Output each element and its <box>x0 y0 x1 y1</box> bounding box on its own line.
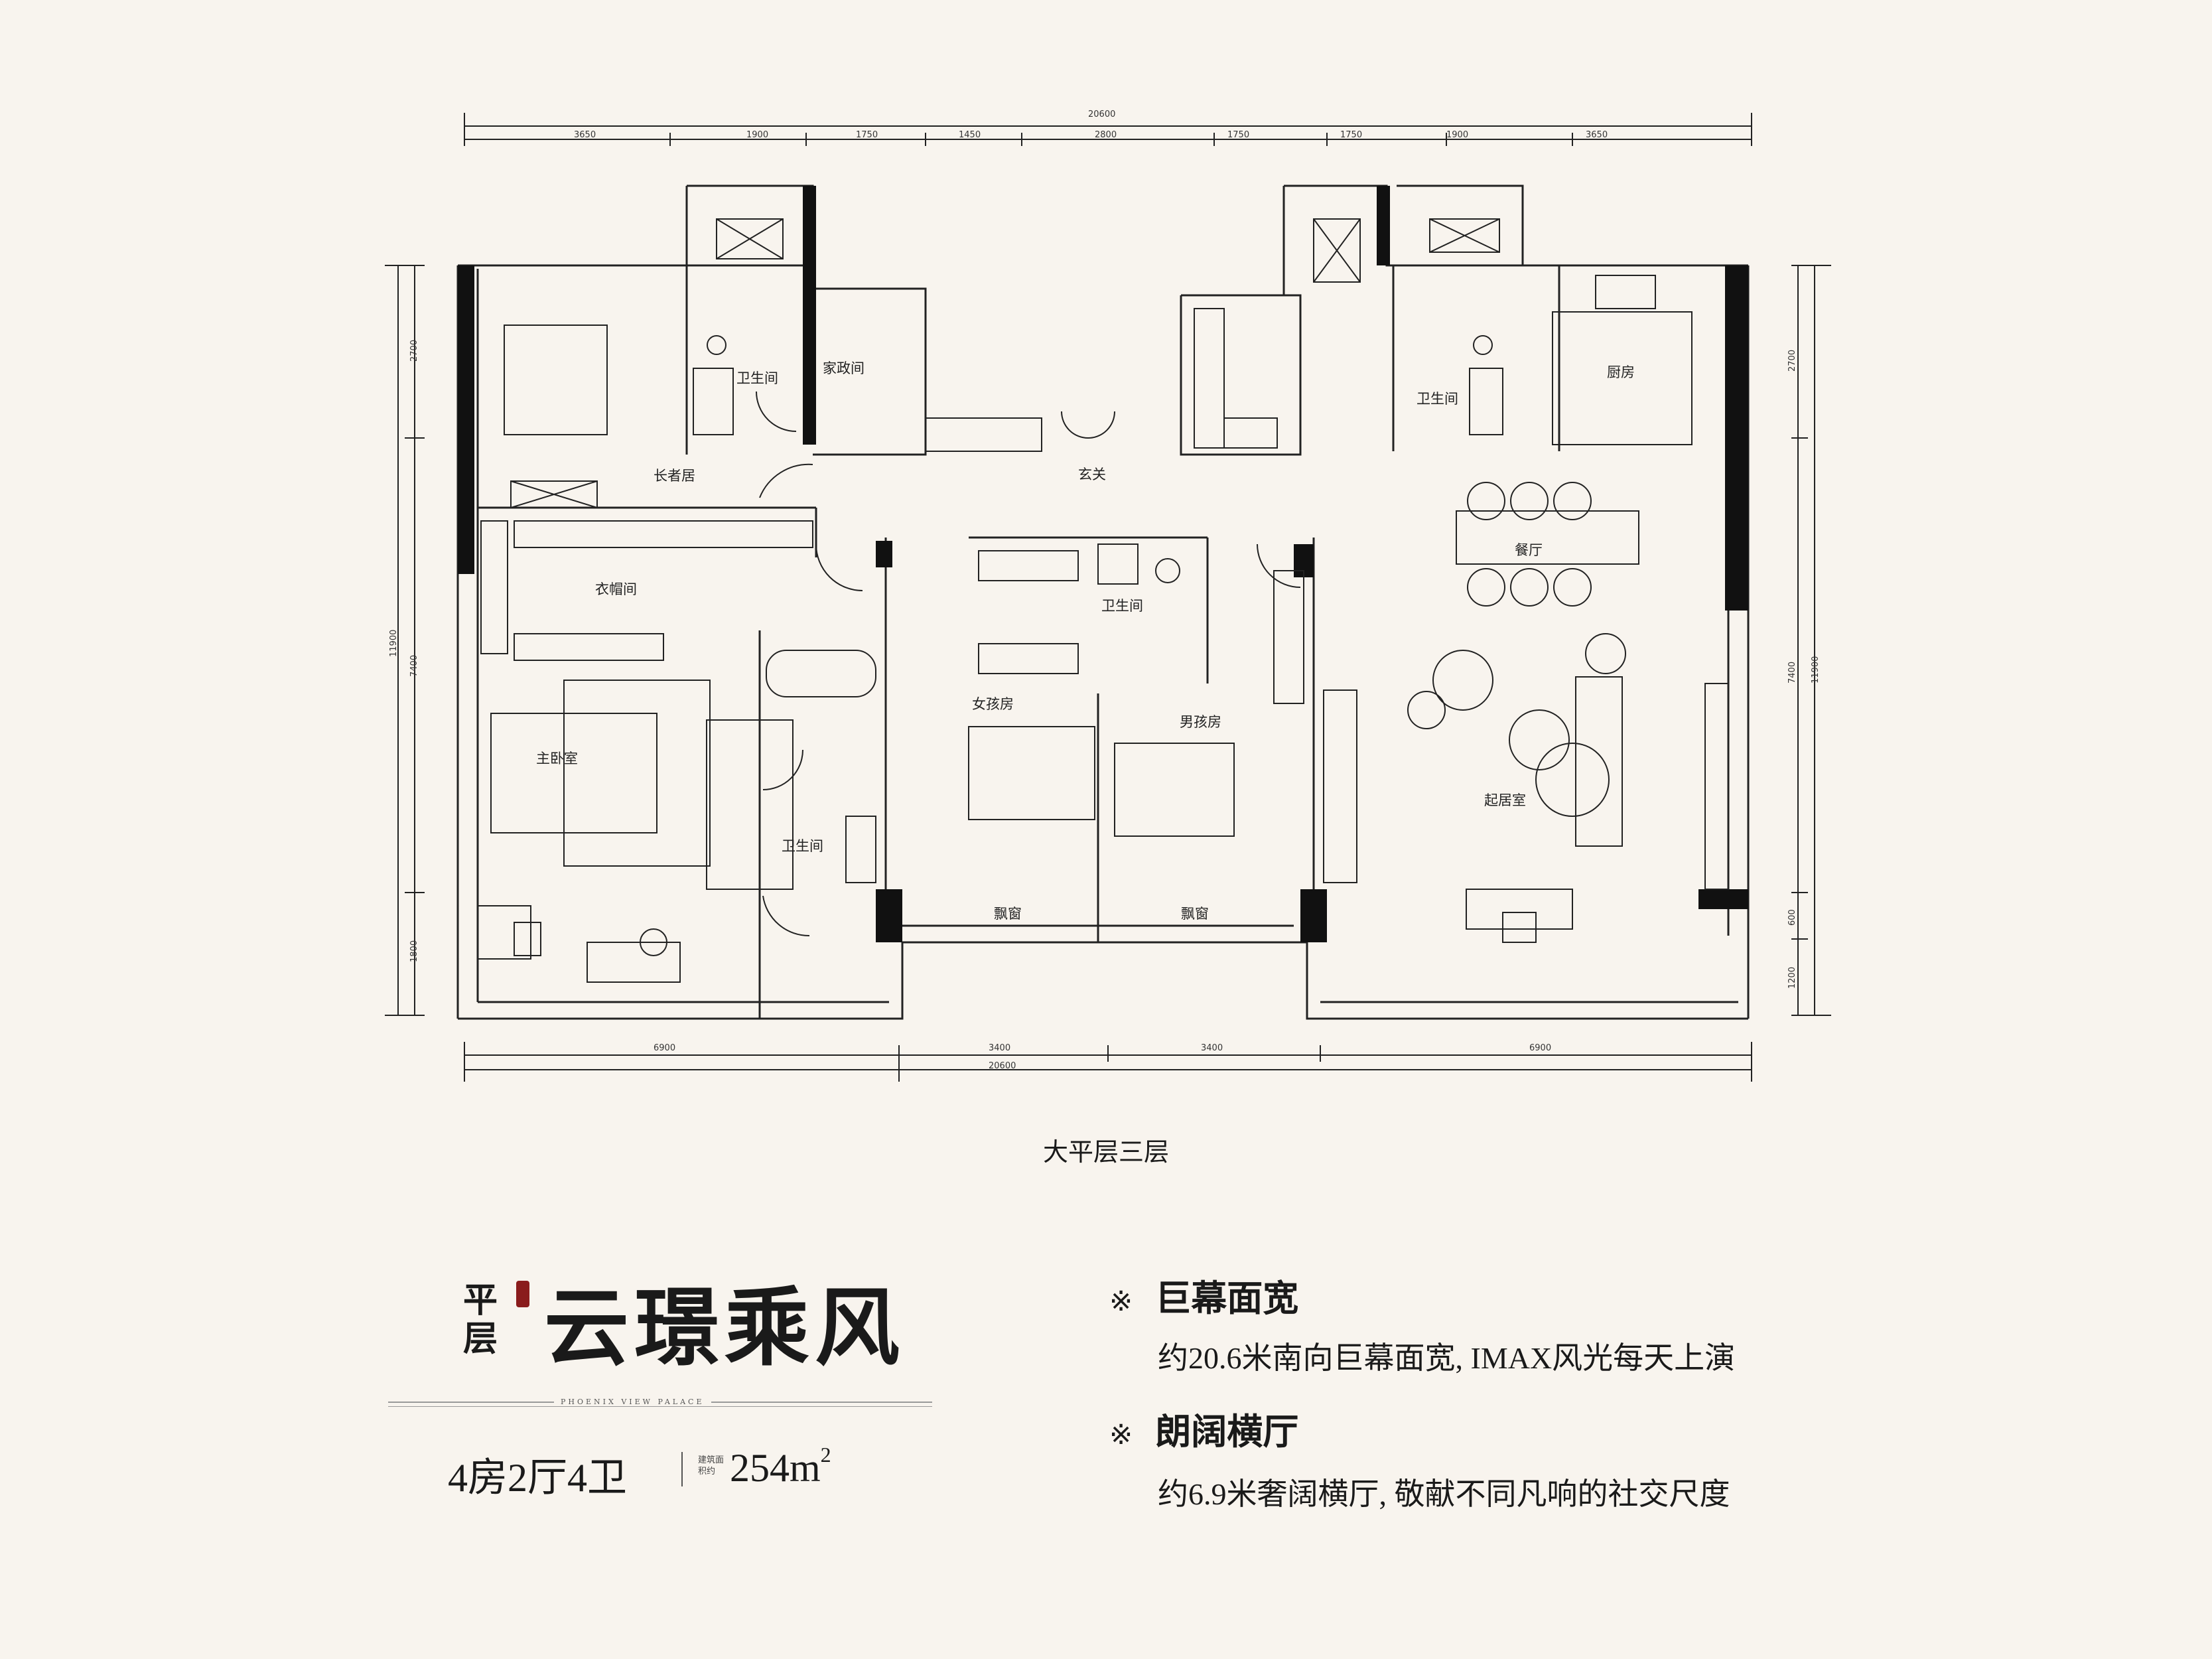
dim-top-total: 20600 <box>1088 109 1115 119</box>
area-number: 254m <box>730 1446 821 1490</box>
feature-bullet-icon: ※ <box>1109 1285 1133 1317</box>
spec-separator <box>681 1452 683 1486</box>
dim-left-seg: 1800 <box>409 940 419 962</box>
feature-1-desc: 约20.6米南向巨幕面宽, IMAX风光每天上演 <box>1158 1341 1736 1375</box>
bathroom-fixtures <box>693 275 1693 890</box>
dim-right-total: 11900 <box>1811 656 1821 684</box>
label-right-bath: 卫生间 <box>1417 391 1458 407</box>
dimension-labels: 20600 3650 1900 1750 1450 2800 1750 1750… <box>389 109 1821 1071</box>
label-dining: 餐厅 <box>1515 542 1543 558</box>
area-superscript: 2 <box>820 1443 831 1467</box>
dim-top-seg: 2800 <box>1095 130 1117 140</box>
living-set <box>1323 633 1729 943</box>
label-boy-room: 男孩房 <box>1180 714 1221 730</box>
dim-right-seg: 7400 <box>1787 662 1797 684</box>
english-subtitle: PHOENIX VIEW PALACE <box>554 1398 711 1406</box>
dim-top-seg: 1750 <box>1227 130 1249 140</box>
dim-left-total: 11900 <box>389 630 399 657</box>
dining-set <box>1456 482 1639 607</box>
label-elder-room: 长者居 <box>654 468 695 484</box>
room-labels: 卫生间 家政间 长者居 玄关 卫生间 厨房 餐厅 衣帽间 卫生间 女孩房 男孩房… <box>536 360 1635 922</box>
dim-top-seg: 1750 <box>856 130 878 140</box>
feature-2: ※ 朗阔横厅 <box>1109 1402 1298 1455</box>
dim-top-seg: 1450 <box>959 130 981 140</box>
product-title: 云璟乘风 <box>544 1281 906 1376</box>
label-foyer: 玄关 <box>1078 467 1106 482</box>
dim-right-seg: 600 <box>1787 909 1797 926</box>
floor-plan: 卫生间 家政间 长者居 玄关 卫生间 厨房 餐厅 衣帽间 卫生间 女孩房 男孩房… <box>385 109 1831 1082</box>
label-master-bath: 卫生间 <box>782 838 823 854</box>
dim-bottom-seg: 3400 <box>1201 1043 1223 1053</box>
feature-title: 朗阔横厅 <box>1155 1412 1299 1452</box>
area-label: 建筑面积约 <box>698 1455 725 1477</box>
label-master-bedroom: 主卧室 <box>536 751 578 766</box>
structural-columns <box>458 186 1748 942</box>
seal-stamp-icon <box>516 1281 529 1307</box>
dim-top-seg: 1750 <box>1340 130 1362 140</box>
label-middle-bath: 卫生间 <box>1101 598 1143 614</box>
left-dimension-lines <box>385 265 425 1016</box>
label-elder-bath: 卫生间 <box>736 370 778 386</box>
dim-bottom-seg: 6900 <box>654 1043 675 1053</box>
dim-left-seg: 7400 <box>409 655 419 677</box>
area-value: 254m2 <box>730 1443 831 1491</box>
plan-caption: 大平层三层 <box>1042 1137 1169 1167</box>
label-housekeeping: 家政间 <box>823 360 864 376</box>
study-desk <box>477 905 681 983</box>
dim-bottom-seg: 6900 <box>1529 1043 1551 1053</box>
label-bay-window-2: 飘窗 <box>1181 906 1209 922</box>
feature-2-desc: 约6.9米奢阔横厅, 敬献不同凡响的社交尺度 <box>1158 1477 1730 1511</box>
label-kitchen: 厨房 <box>1607 364 1635 380</box>
door-swings <box>756 391 1301 937</box>
dim-top-seg: 3650 <box>1586 130 1608 140</box>
divider <box>388 1406 932 1407</box>
label-closet: 衣帽间 <box>595 581 637 597</box>
feature-title: 巨幕面宽 <box>1155 1279 1299 1319</box>
dim-top-seg: 1900 <box>1446 130 1468 140</box>
layout-spec: 4房2厅4卫 <box>448 1456 627 1500</box>
dim-top-seg: 1900 <box>746 130 768 140</box>
top-dimension-lines <box>464 113 1752 146</box>
feature-bullet-icon: ※ <box>1109 1418 1133 1451</box>
dim-right-seg: 2700 <box>1787 350 1797 372</box>
dim-left-seg: 2700 <box>409 340 419 362</box>
beds <box>490 325 1235 867</box>
dim-bottom-seg: 3400 <box>989 1043 1010 1053</box>
dim-right-seg: 1200 <box>1787 967 1797 989</box>
dim-bottom-total: 20600 <box>989 1061 1016 1071</box>
dim-top-seg: 3650 <box>574 130 596 140</box>
feature-1: ※ 巨幕面宽 <box>1109 1269 1298 1321</box>
label-bay-window-1: 飘窗 <box>994 906 1022 922</box>
series-label: 平层 <box>463 1282 498 1358</box>
label-living-room: 起居室 <box>1484 792 1526 808</box>
bottom-dimension-lines <box>464 1042 1752 1082</box>
label-girl-room: 女孩房 <box>972 696 1014 712</box>
right-dimension-lines <box>1791 265 1831 1016</box>
elevator-shafts <box>716 218 1500 283</box>
wardrobes <box>480 308 1304 704</box>
